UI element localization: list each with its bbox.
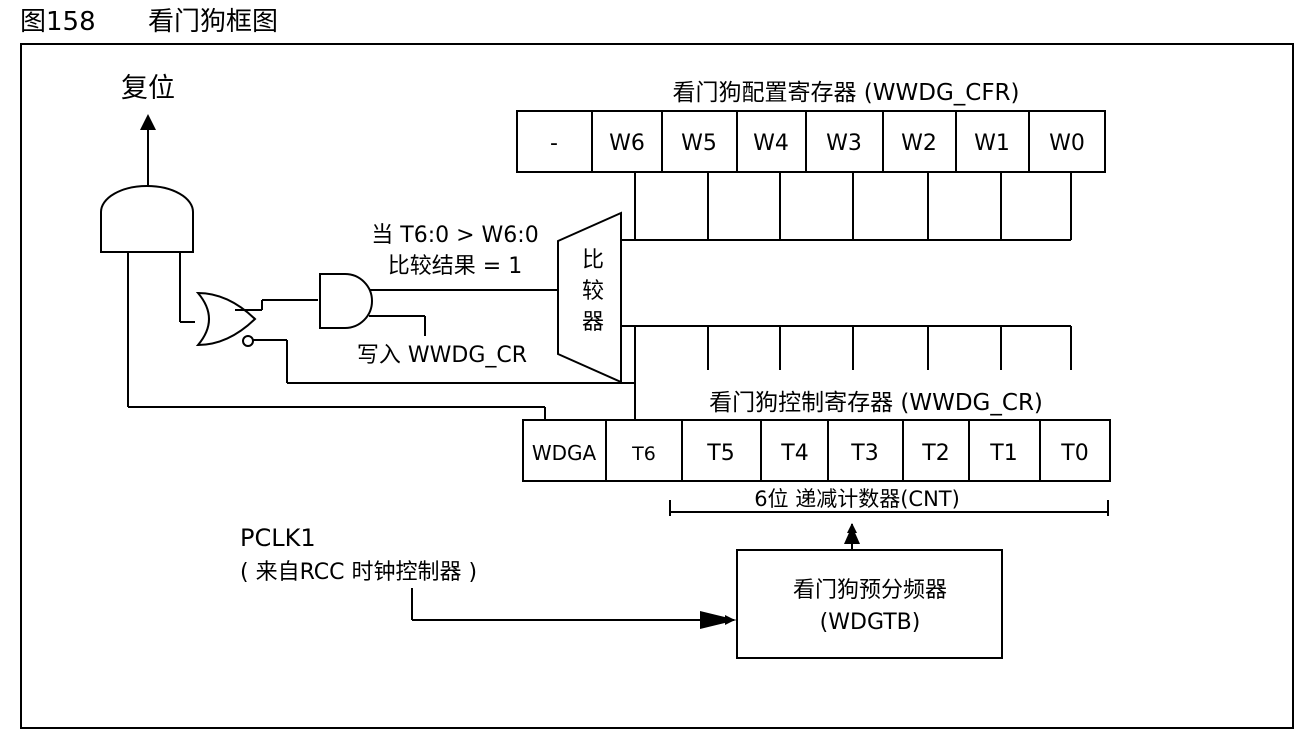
or-gate <box>195 291 257 347</box>
or-gate-inverter-bubble <box>242 335 254 347</box>
prescaler-label: 看门狗预分频器 <box>793 578 947 603</box>
comparator-char-1: 比 <box>582 248 604 273</box>
cfr-bit-w5: W5 <box>681 131 717 156</box>
pclk-arrowhead <box>700 611 737 629</box>
cfr-bit-w2: W2 <box>901 131 937 156</box>
cr-title: 看门狗控制寄存器 (WWDG_CR) <box>709 390 1043 416</box>
cr-bit-t1: T1 <box>989 441 1017 466</box>
counter-arrowhead <box>844 526 860 544</box>
cr-bit-t6: T6 <box>631 443 656 465</box>
diagram-frame <box>20 43 1294 729</box>
cfr-bit-: - <box>550 131 558 156</box>
pclk-label: PCLK1 <box>240 524 316 552</box>
prescaler-box <box>736 549 1003 659</box>
comparator-char-3: 器 <box>582 310 604 335</box>
compare-condition-line2: 比较结果 = 1 <box>388 254 522 279</box>
cr-register-box <box>522 419 1111 482</box>
cr-bit-wdga: WDGA <box>532 441 597 465</box>
figure-title: 看门狗框图 <box>148 7 279 37</box>
cfr-bit-w0: W0 <box>1049 131 1085 156</box>
write-label: 写入 WWDG_CR <box>357 343 527 368</box>
prescaler-field-label: (WDGTB) <box>820 610 921 635</box>
cfr-bit-w3: W3 <box>826 131 862 156</box>
figure-caption: 图158 看门狗框图 <box>20 4 278 40</box>
cfr-bit-w4: W4 <box>753 131 789 156</box>
reset-arrowhead <box>140 114 156 130</box>
figure-number: 图158 <box>20 7 96 37</box>
cfr-bit-w6: W6 <box>609 131 645 156</box>
cr-bit-t4: T4 <box>780 441 808 466</box>
counter-label: 6位 递减计数器(CNT) <box>754 487 960 511</box>
reset-and-gate <box>100 185 194 253</box>
cr-bit-t0: T0 <box>1060 441 1088 466</box>
comparator-char-2: 较 <box>582 279 604 304</box>
comparator-block <box>557 211 622 384</box>
cfr-register-box <box>516 110 1106 173</box>
cr-bit-t2: T2 <box>921 441 949 466</box>
write-and-gate <box>319 273 373 329</box>
reset-label: 复位 <box>121 73 175 104</box>
cfr-bit-w1: W1 <box>974 131 1010 156</box>
cr-bit-t5: T5 <box>706 441 734 466</box>
pclk-source-label: ( 来自RCC 时钟控制器 ) <box>240 560 477 585</box>
cr-bit-t3: T3 <box>850 441 878 466</box>
cfr-title: 看门狗配置寄存器 (WWDG_CFR) <box>672 80 1019 106</box>
compare-condition-line1: 当 T6:0 > W6:0 <box>371 223 538 248</box>
